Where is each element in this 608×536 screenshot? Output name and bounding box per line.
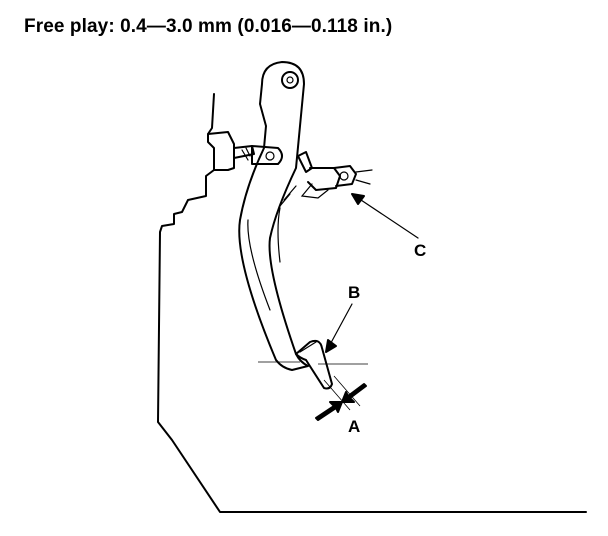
arrow-a-left — [315, 401, 343, 421]
pedal-pivot — [281, 71, 299, 89]
firewall-outline — [157, 93, 587, 513]
arrow-a-right — [341, 383, 367, 403]
free-play-spec: Free play: 0.4—3.0 mm (0.016—0.118 in.) — [24, 16, 393, 37]
arrowhead-c — [351, 193, 365, 205]
callout-c: C — [414, 241, 426, 260]
master-cylinder-pushrod — [207, 131, 283, 171]
callout-a: A — [348, 417, 360, 436]
leader-c — [351, 193, 419, 239]
clutch-pedal-arm — [238, 61, 309, 371]
pedal-pad — [258, 339, 368, 390]
arrowhead-b — [325, 339, 337, 353]
clutch-switch — [279, 151, 373, 207]
free-play-arrows — [315, 375, 367, 421]
callout-leaders — [325, 193, 419, 353]
callout-b: B — [348, 283, 360, 302]
